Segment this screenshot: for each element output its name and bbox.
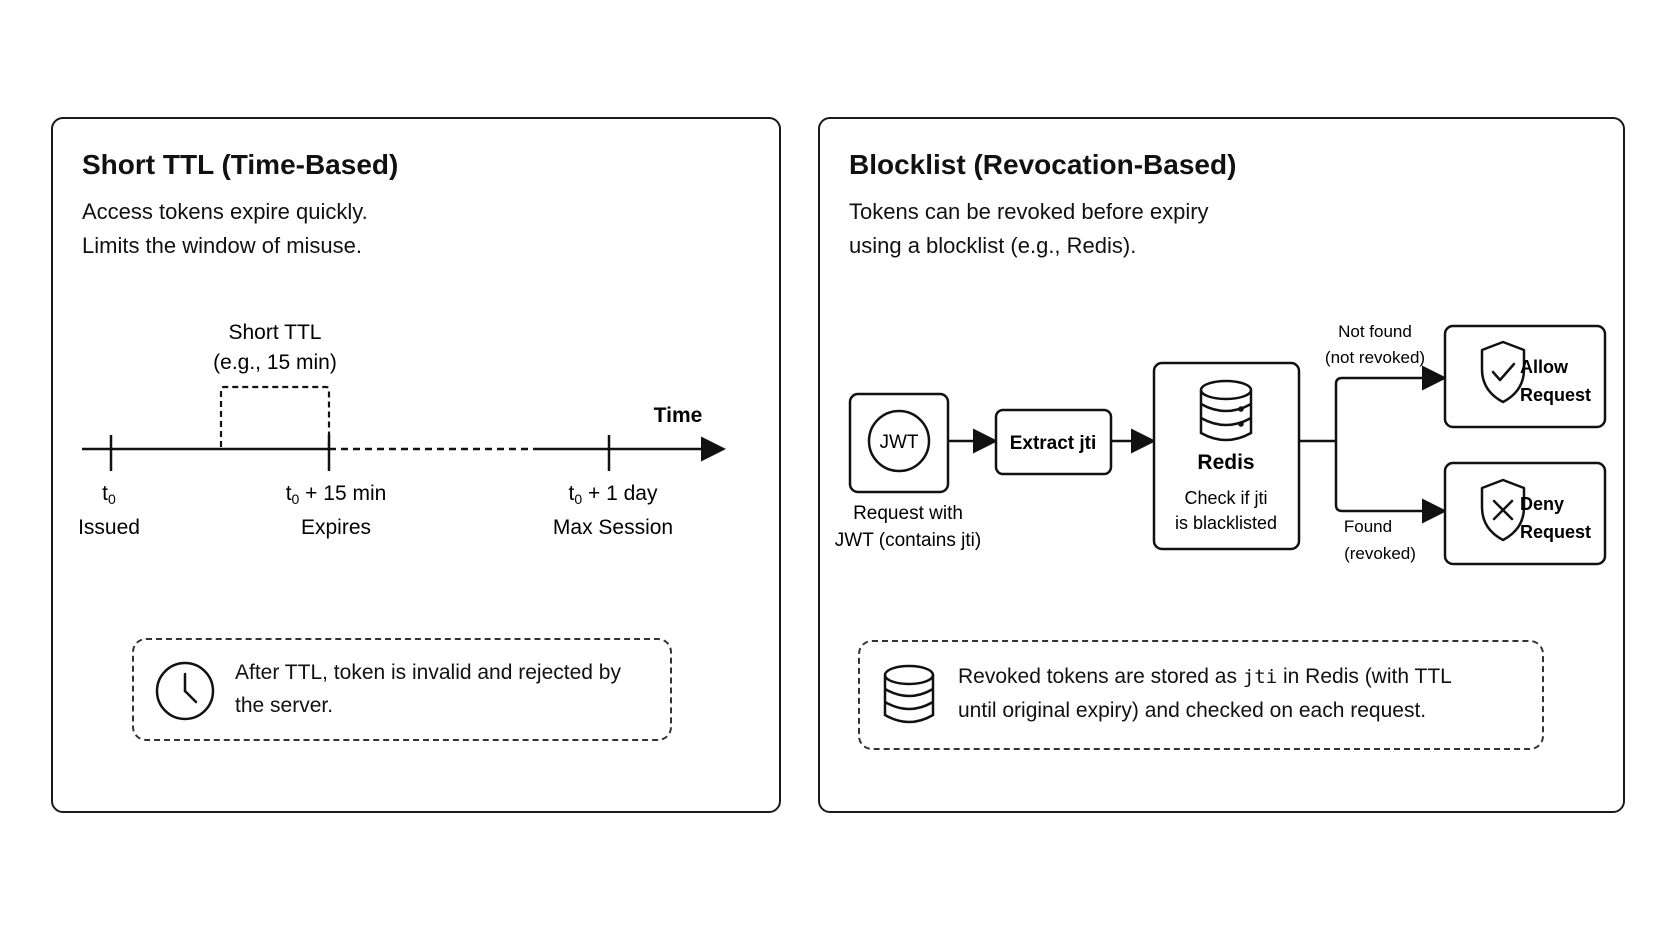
deny-request-line2: Request bbox=[1520, 522, 1591, 542]
blocklist-desc-line2: using a blocklist (e.g., Redis). bbox=[849, 233, 1137, 258]
tick-issued-caption: Issued bbox=[78, 516, 140, 539]
redis-caption-line1: Check if jti bbox=[1184, 488, 1267, 508]
blocklist-note-text: Revoked tokens are stored as jti in Redi… bbox=[958, 665, 1452, 722]
clock-icon bbox=[155, 661, 215, 721]
redis-caption-line2: is blacklisted bbox=[1175, 513, 1277, 533]
jwt-caption-line1: Request with bbox=[853, 503, 963, 524]
short-ttl-desc-line1: Access tokens expire quickly. bbox=[82, 199, 368, 224]
ttl-window-bracket bbox=[219, 385, 331, 447]
ttl-timeline: Short TTL (e.g., 15 min) Time t0 Issued … bbox=[78, 321, 726, 539]
blocklist-title: Blocklist (Revocation-Based) bbox=[849, 149, 1237, 180]
database-icon bbox=[883, 664, 935, 724]
jwt-box bbox=[848, 392, 950, 494]
redis-box bbox=[1152, 361, 1301, 551]
deny-request-box bbox=[1443, 461, 1607, 566]
jti-code: jti bbox=[1242, 666, 1278, 688]
found-label-line2: (revoked) bbox=[1344, 544, 1416, 563]
ttl-window-label-line2: (e.g., 15 min) bbox=[213, 351, 337, 374]
arrow-not-found bbox=[1334, 365, 1447, 441]
time-axis-label: Time bbox=[654, 404, 703, 427]
not-found-label-line2: (not revoked) bbox=[1325, 348, 1425, 367]
tick-issued-time: t0 bbox=[102, 482, 116, 507]
short-ttl-panel: Short TTL (Time-Based) Access tokens exp… bbox=[51, 117, 781, 813]
redis-database-icon bbox=[1199, 379, 1253, 442]
blocklist-note-box: Revoked tokens are stored as jti in Redi… bbox=[858, 640, 1544, 750]
tick-max-session-time: t0 + 1 day bbox=[569, 482, 658, 507]
jwt-caption-line2: JWT (contains jti) bbox=[835, 530, 981, 551]
tick-max-session-caption: Max Session bbox=[553, 516, 673, 539]
allow-request-line2: Request bbox=[1520, 385, 1591, 405]
tick-expires-time: t0 + 15 min bbox=[286, 482, 387, 507]
blocklist-desc-line1: Tokens can be revoked before expiry bbox=[849, 199, 1209, 224]
blocklist-flow: JWT Request with JWT (contains jti) Extr… bbox=[835, 322, 1607, 566]
redis-title: Redis bbox=[1197, 451, 1254, 474]
short-ttl-desc-line2: Limits the window of misuse. bbox=[82, 233, 362, 258]
allow-request-line1: Allow bbox=[1520, 357, 1569, 377]
deny-request-line1: Deny bbox=[1520, 494, 1564, 514]
jwt-label: JWT bbox=[879, 432, 918, 453]
shield-check-icon bbox=[1480, 340, 1526, 404]
ttl-note-box: After TTL, token is invalid and rejected… bbox=[132, 638, 672, 741]
short-ttl-title: Short TTL (Time-Based) bbox=[82, 149, 399, 180]
shield-x-icon bbox=[1480, 478, 1526, 542]
tick-expires-caption: Expires bbox=[301, 516, 371, 539]
blocklist-panel: Blocklist (Revocation-Based) Tokens can … bbox=[818, 117, 1625, 813]
arrow-found bbox=[1334, 441, 1447, 524]
found-label-line1: Found bbox=[1344, 517, 1392, 536]
ttl-note-text: After TTL, token is invalid and rejected… bbox=[235, 661, 621, 717]
not-found-label-line1: Not found bbox=[1338, 322, 1412, 341]
jwt-token-icon bbox=[867, 409, 931, 473]
allow-request-box bbox=[1443, 324, 1607, 429]
extract-jti-label: Extract jti bbox=[1010, 433, 1097, 454]
ttl-window-label-line1: Short TTL bbox=[229, 321, 322, 344]
